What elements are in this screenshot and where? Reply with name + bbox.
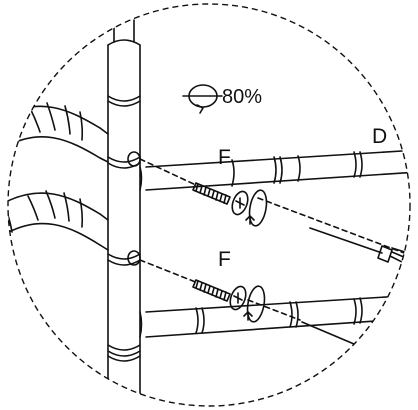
part-label-screw-upper: F [218,146,231,169]
screw-upper [192,182,249,216]
rotation-torque-icon [182,84,223,114]
torque-setting-label: 80% [222,86,262,108]
horizontal-rail-lower [139,294,410,338]
rotate-clockwise-icon [245,189,268,227]
part-label-rail: D [372,125,387,148]
rotate-clockwise-icon [243,285,266,323]
screwdriver-icon [309,227,410,271]
horizontal-rail-upper [139,149,410,191]
curved-bar-upper [8,102,101,159]
curved-bar-lower [8,190,101,246]
detail-circle-outline [7,3,411,407]
alignment-guides [139,158,410,321]
screw-lower [192,279,247,311]
part-label-screw-lower: F [218,248,231,271]
vertical-post [107,19,141,406]
